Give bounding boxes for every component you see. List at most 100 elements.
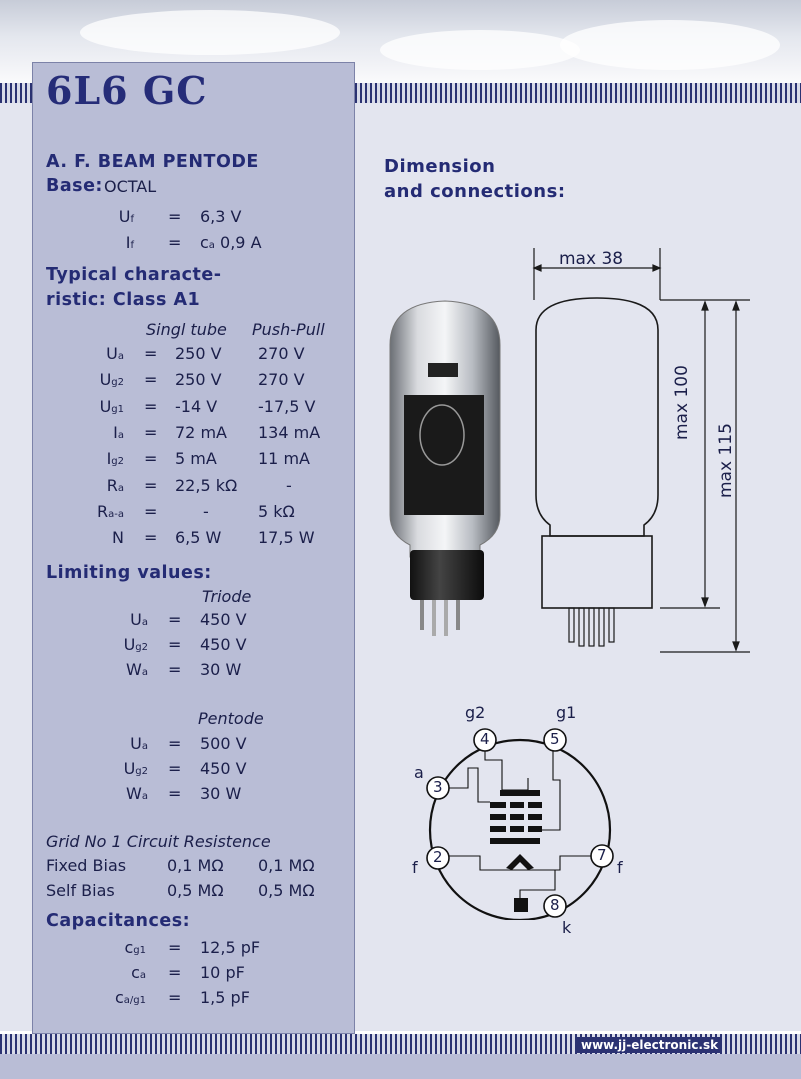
single-tube-value: 72 mA [175, 422, 227, 442]
triode-symbol: Ug2 [88, 635, 148, 654]
equals-sign: = [144, 475, 158, 495]
capacitance-value: 1,5 pF [200, 988, 250, 1007]
pin-label-g1: g1 [556, 703, 577, 722]
pin-7 [590, 844, 614, 868]
pin-number: 3 [433, 778, 443, 796]
pin-number: 8 [550, 896, 560, 914]
push-pull-value: 270 V [258, 370, 305, 390]
col-push-pull: Push-Pull [252, 320, 325, 339]
equals-sign: = [168, 233, 182, 252]
pin-label-f-left: f [412, 858, 418, 877]
equals-sign: = [168, 734, 182, 753]
triode-symbol-sub: a [141, 667, 148, 678]
equals-sign: = [168, 784, 182, 803]
pentode-symbol-sub: a [141, 791, 148, 802]
limiting-heading: Limiting values: [46, 563, 212, 583]
typical-symbol-main: U [106, 344, 118, 363]
typical-symbol-main: R [97, 501, 109, 521]
typical-symbol-sub: a [117, 351, 124, 362]
cloud-decoration [80, 10, 340, 55]
filament-current-value: ca 0,9 A [200, 233, 262, 252]
typical-symbol-sub: a-a [108, 508, 124, 520]
equals-sign: = [168, 988, 182, 1007]
height-115-label: max 115 [716, 423, 736, 498]
equals-sign: = [168, 635, 182, 654]
page-title: 6L6 GC [46, 68, 208, 113]
pentode-label: Pentode [198, 709, 264, 728]
pin-4 [473, 728, 497, 752]
typical-symbol-main: I [106, 449, 112, 469]
pin-number: 5 [550, 730, 560, 748]
typical-symbol-sub: g1 [111, 403, 124, 415]
typical-symbol: Ra [64, 476, 124, 495]
pin-8 [543, 894, 567, 918]
pin-label-a: a [414, 763, 424, 782]
pentode-symbol-main: W [126, 784, 142, 803]
grid-row-label: Self Bias [46, 881, 115, 900]
base-value: OCTAL [104, 177, 157, 196]
pin-3 [426, 776, 450, 800]
capacitance-symbol: ca [86, 963, 146, 982]
pin-5 [543, 728, 567, 752]
typical-symbol-sub: g2 [111, 456, 124, 468]
filament-voltage-symbol: Uf [118, 207, 134, 226]
single-tube-value: 22,5 kΩ [175, 475, 238, 495]
triode-value: 450 V [200, 635, 247, 654]
pentode-symbol-sub: a [141, 741, 148, 752]
pin-number: 7 [597, 846, 607, 864]
website-label: www.jj-electronic.sk [577, 1037, 723, 1053]
filament-current-symbol: If [125, 233, 134, 252]
triode-label: Triode [202, 587, 252, 606]
filament-voltage-value: 6,3 V [200, 207, 242, 226]
capacitance-value: 12,5 pF [200, 938, 261, 957]
single-tube-value: 6,5 W [175, 528, 222, 548]
triode-symbol-sub: a [141, 617, 148, 628]
push-pull-value: 270 V [258, 344, 305, 363]
typical-symbol: N [64, 528, 124, 547]
capacitance-symbol-main: c [114, 988, 124, 1007]
triode-value: 450 V [200, 610, 247, 629]
equals-sign: = [168, 660, 182, 679]
equals-sign: = [168, 207, 182, 226]
equals-sign: = [144, 396, 158, 416]
pin-label-k: k [562, 918, 572, 937]
typical-symbol-main: U [99, 370, 112, 390]
single-tube-value: 5 mA [175, 449, 217, 469]
pin-number: 4 [480, 730, 490, 748]
pentode-symbol: Ug2 [88, 759, 148, 778]
beam-pentode-heading: A. F. BEAM PENTODE [46, 152, 259, 172]
typical-symbol-sub: a [117, 429, 124, 441]
spec-panel [32, 62, 355, 1034]
pinout-diagram [426, 728, 614, 920]
footer-band [0, 1054, 801, 1079]
equals-sign: = [168, 963, 182, 982]
single-tube-value: 250 V [175, 370, 222, 390]
triode-value: 30 W [200, 660, 242, 679]
equals-sign: = [144, 449, 158, 469]
pin-label-g2: g2 [465, 703, 486, 722]
typical-symbol: Ug2 [64, 370, 124, 389]
grid-row-label: Fixed Bias [46, 856, 127, 875]
grid-value-1: 0,5 MΩ [167, 881, 224, 900]
pentode-value: 450 V [200, 759, 247, 778]
pin-number: 2 [433, 848, 443, 866]
grid-value-1: 0,1 MΩ [167, 856, 224, 875]
grid-heading: Grid No 1 Circuit Resistence [46, 832, 271, 851]
pin-2 [426, 846, 450, 870]
equals-sign: = [144, 344, 158, 363]
col-single-tube: Singl tube [146, 320, 227, 339]
pentode-value: 500 V [200, 734, 247, 753]
base-label: Base: [46, 176, 103, 196]
typical-symbol-main: R [106, 475, 118, 495]
typical-symbol-sub: g2 [111, 377, 124, 389]
capacitance-symbol-main: c [131, 963, 140, 982]
equals-sign: = [144, 501, 158, 521]
triode-symbol-main: U [123, 635, 136, 654]
pin-label-f-right: f [617, 858, 623, 877]
cloud-decoration [380, 30, 580, 70]
dimension-heading-line1: Dimension [384, 156, 496, 177]
pentode-value: 30 W [200, 784, 242, 803]
capacitance-symbol: ca/g1 [86, 988, 146, 1007]
equals-sign: = [144, 422, 158, 442]
single-tube-value: 250 V [175, 344, 222, 363]
